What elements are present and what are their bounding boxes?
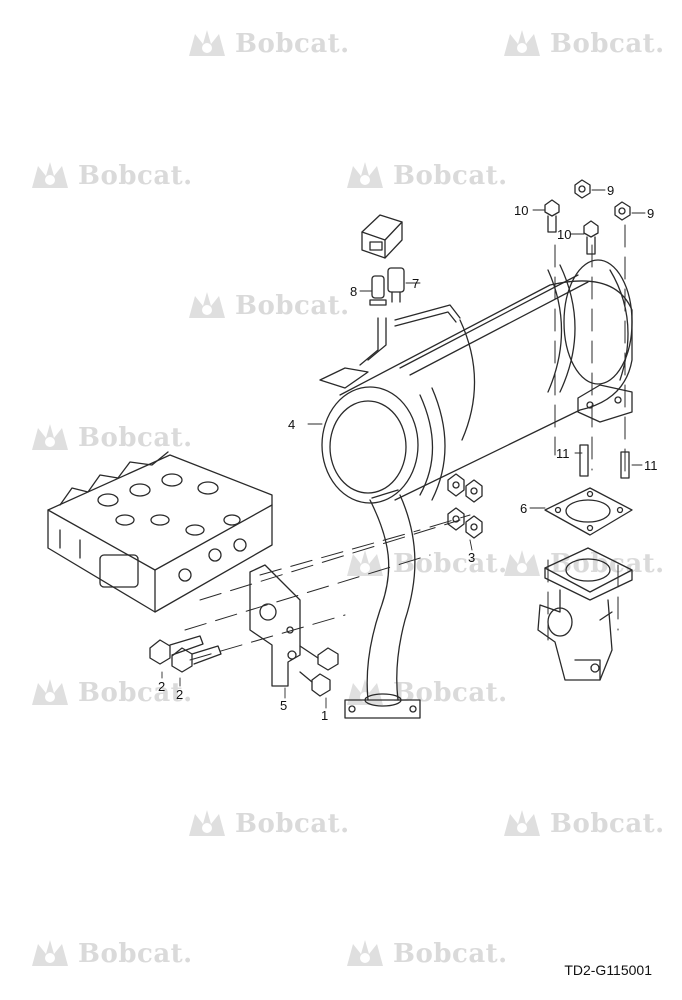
bobcat-logo-icon: [32, 424, 68, 450]
bobcat-logo-icon: [189, 30, 225, 56]
bobcat-logo-icon: [347, 940, 383, 966]
bobcat-logo-icon: [347, 550, 383, 576]
watermark: Bobcat.: [500, 26, 665, 62]
drawing-code: TD2-G115001: [564, 962, 652, 978]
callout-10: 10: [557, 227, 572, 242]
callout-11: 11: [644, 458, 658, 473]
nut-9b: [614, 201, 631, 221]
watermark: Bobcat.: [185, 806, 350, 842]
dpf-canister: [319, 259, 633, 504]
bobcat-logo-icon: [347, 162, 383, 188]
bobcat-logo-icon: [504, 30, 540, 56]
bracket: [249, 564, 301, 687]
bobcat-logo-icon: [32, 162, 68, 188]
cylinder-head: [47, 451, 273, 613]
callout-4: 4: [288, 417, 296, 432]
callout-8: 8: [350, 284, 358, 299]
bolt-2b: [171, 645, 222, 673]
sensor-connector-7: [387, 267, 405, 303]
callout-9: 9: [607, 183, 615, 198]
bobcat-logo-icon: [189, 810, 225, 836]
watermark: Bobcat.: [185, 288, 350, 324]
alignment-lines: [184, 224, 626, 661]
bobcat-logo-icon: [189, 292, 225, 318]
pressure-sensor: [361, 214, 403, 259]
gasket: [544, 487, 633, 536]
bobcat-logo-icon: [32, 679, 68, 705]
watermark: Bobcat.: [500, 806, 665, 842]
sensor-tubing: [359, 304, 461, 366]
callout-2: 2: [176, 687, 184, 702]
callout-1: 1: [321, 708, 329, 723]
callout-7: 7: [412, 276, 420, 291]
watermark: Bobcat.: [28, 158, 193, 194]
nut-9a: [574, 179, 591, 199]
watermark: Bobcat.: [28, 420, 193, 456]
watermark: Bobcat.: [28, 675, 193, 711]
bobcat-logo-icon: [504, 550, 540, 576]
nuts-3: [447, 473, 483, 539]
sensor-clamp-8: [369, 275, 387, 306]
watermark: Bobcat.: [28, 936, 193, 972]
callout-5: 5: [280, 698, 288, 713]
callout-2: 2: [158, 679, 166, 694]
bobcat-logo-icon: [504, 810, 540, 836]
bolt-2a: [149, 635, 204, 665]
callout-6: 6: [520, 501, 528, 516]
stud-10b: [583, 220, 599, 255]
watermark: Bobcat.: [343, 675, 508, 711]
leader-lines: [161, 189, 646, 709]
callout-3: 3: [468, 550, 476, 565]
callout-10: 10: [514, 203, 529, 218]
watermark: Bobcat.: [343, 546, 508, 582]
watermark: Bobcat.: [343, 158, 508, 194]
watermark: Bobcat.: [343, 936, 508, 972]
stud-10a: [544, 199, 560, 233]
watermark: Bobcat.: [185, 26, 350, 62]
stud-11a: [579, 444, 589, 477]
callout-11: 11: [556, 446, 570, 461]
flange-elbow: [537, 547, 633, 681]
callout-9: 9: [647, 206, 655, 221]
stud-11b: [620, 451, 630, 479]
bolt-1a: [299, 645, 339, 671]
outlet-pipe: [344, 489, 421, 719]
bolt-1b: [299, 671, 331, 697]
bobcat-logo-icon: [32, 940, 68, 966]
